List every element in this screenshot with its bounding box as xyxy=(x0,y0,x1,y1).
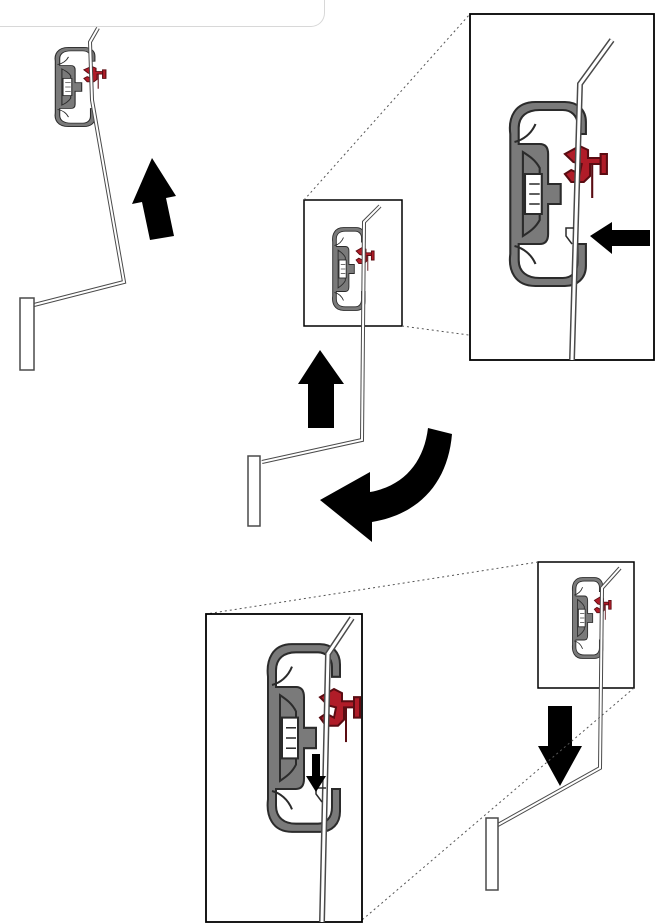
detail-2-zoom xyxy=(205,613,363,923)
leader-line xyxy=(303,13,471,201)
detail-frame-large xyxy=(469,13,655,361)
step-1-assembly xyxy=(19,27,176,371)
curved-arrow-icon xyxy=(320,428,452,542)
detail-1-zoom xyxy=(469,13,655,361)
arrow-down-icon xyxy=(538,706,582,786)
detail-frame-small xyxy=(537,561,635,689)
leader-line xyxy=(205,561,539,615)
arrow-down-icon xyxy=(306,754,326,792)
step-2-assembly xyxy=(247,199,452,542)
rod-handle xyxy=(485,817,499,891)
header-tab xyxy=(0,0,325,27)
rod-handle xyxy=(247,455,261,527)
detail-frame-small xyxy=(303,199,403,327)
arrow-up-icon xyxy=(132,158,176,240)
step-3-assembly xyxy=(485,561,635,891)
rod-handle xyxy=(19,297,35,371)
aluminium-profile xyxy=(54,46,107,128)
aluminium-profile xyxy=(571,577,612,659)
arrow-left-icon xyxy=(590,222,650,254)
arrow-up-icon xyxy=(298,350,344,428)
aluminium-profile xyxy=(332,227,375,311)
hook xyxy=(565,227,574,245)
rod xyxy=(29,27,127,308)
